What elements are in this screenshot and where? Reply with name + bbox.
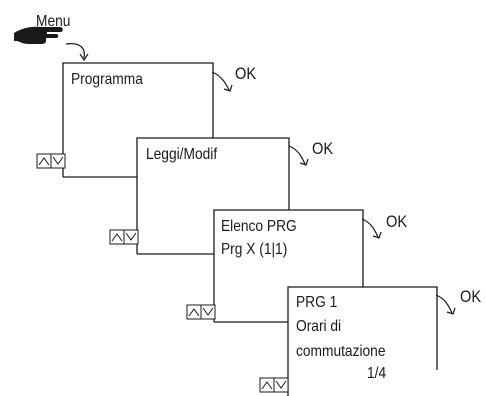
screen-4-frame (287, 286, 438, 396)
up-arrow-key-icon (186, 304, 202, 320)
nav-keys-2 (109, 229, 139, 245)
nav-keys-1 (36, 153, 66, 169)
ok-label-3: OK (386, 212, 408, 231)
screen-3-frame (213, 209, 364, 322)
screen-1-line-1: Programma (71, 71, 143, 88)
up-arrow-key-icon (259, 377, 275, 393)
ok-label-2: OK (312, 139, 334, 158)
ok-label-4: OK (460, 287, 482, 306)
screen-1-frame (62, 62, 214, 177)
up-arrow-key-icon (109, 229, 125, 245)
down-arrow-key-icon (273, 377, 289, 393)
ok-arrow-1 (211, 71, 233, 92)
up-arrow-key-icon (36, 153, 52, 169)
menu-enter-arrow (65, 43, 89, 62)
menu-label: Menu (36, 13, 71, 30)
pointing-hand-icon (14, 26, 63, 44)
down-arrow-key-icon (50, 153, 66, 169)
screen-4-line-3: commutazione (296, 343, 386, 360)
screen-4-line-4: 1/4 (367, 365, 387, 382)
ok-arrow-4 (435, 294, 456, 315)
down-arrow-key-icon (200, 304, 216, 320)
screen-2-line-1: Leggi/Modif (146, 146, 218, 163)
screen-2-frame (136, 137, 290, 254)
screen-3-line-1: Elenco PRG (221, 218, 297, 235)
ok-label-1: OK (235, 64, 257, 83)
ok-arrow-3 (361, 218, 382, 239)
screen-4-line-1: PRG 1 (296, 294, 338, 311)
nav-keys-4 (259, 377, 289, 393)
screen-4-line-2: Orari di (296, 318, 342, 335)
nav-keys-3 (186, 304, 216, 320)
screen-3-line-2: Prg X (1|1) (221, 241, 288, 258)
down-arrow-key-icon (123, 229, 139, 245)
ok-arrow-2 (288, 145, 309, 166)
